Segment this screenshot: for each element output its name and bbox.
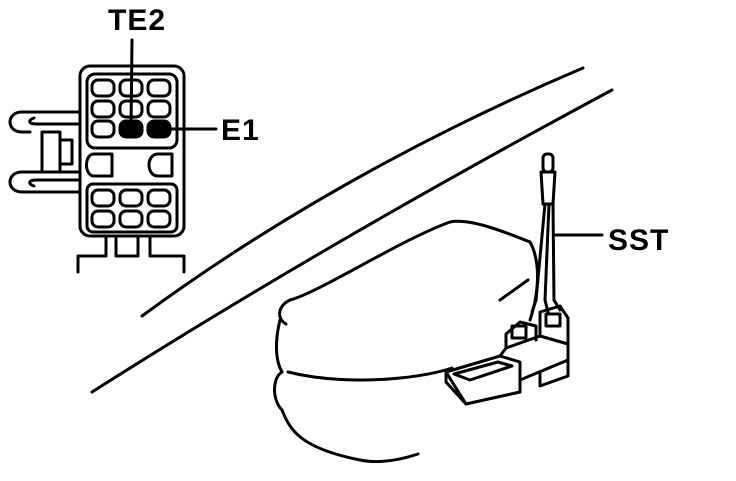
- body-panel-lines: [92, 68, 612, 392]
- check-connector-face: [10, 66, 184, 272]
- junction-box: [275, 221, 538, 461]
- leader-lines: [131, 40, 602, 235]
- label-e1: E1: [221, 114, 260, 147]
- label-te2: TE2: [108, 4, 167, 37]
- label-sst: SST: [608, 224, 670, 257]
- sst-tool: [532, 154, 560, 312]
- diagnostic-connector-block: [446, 306, 568, 404]
